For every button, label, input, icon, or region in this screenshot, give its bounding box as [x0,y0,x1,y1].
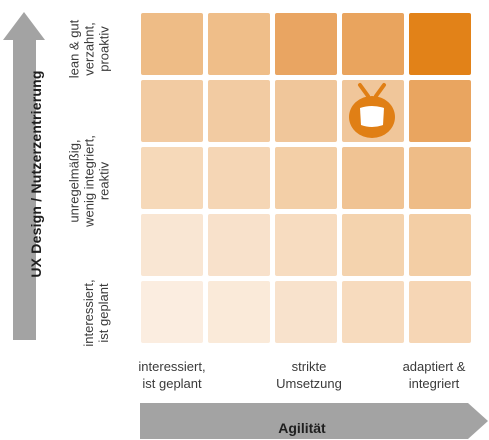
x-axis-arrow [140,403,488,439]
column-label-left: interessiert, ist geplant [138,359,206,391]
matrix-cell [409,13,471,75]
matrix-cell [141,13,203,75]
matrix-cell [275,13,337,75]
column-label-middle: strikte Umsetzung [276,359,342,391]
matrix-cell [342,281,404,343]
matrix-cell [342,147,404,209]
matrix-cell [275,214,337,276]
column-label-right: adaptiert & integriert [402,359,466,391]
matrix-cell [208,147,270,209]
matrix-cell [141,281,203,343]
matrix-cell [275,80,337,142]
row-label-bottom: interessiert, ist geplant [81,279,111,347]
matrix-cell [409,281,471,343]
y-axis-title: UX Design / Nutzerzentrierung [28,70,44,278]
matrix-cell [275,281,337,343]
matrix-cell [342,13,404,75]
matrix-cell [275,147,337,209]
x-axis-title: Agilität [278,420,326,436]
matrix-cell [141,214,203,276]
row-label-top: lean & gut verzahnt, proaktiv [66,19,112,79]
matrix-cell [342,214,404,276]
matrix-cell [409,214,471,276]
matrix-cell [208,80,270,142]
matrix-cell [208,281,270,343]
matrix-cell [141,147,203,209]
row-label-middle: unregelmäßig, wenig integriert, reaktiv [66,135,112,227]
matrix-cell [208,13,270,75]
tv-icon [349,83,395,138]
matrix-cell [409,80,471,142]
matrix-cell [141,80,203,142]
matrix-cell [208,214,270,276]
matrix-cell [409,147,471,209]
